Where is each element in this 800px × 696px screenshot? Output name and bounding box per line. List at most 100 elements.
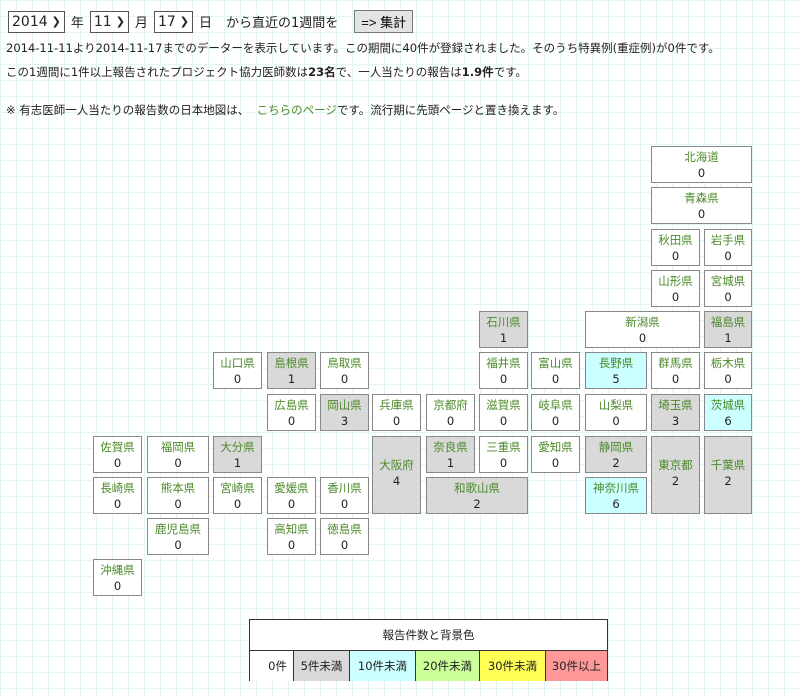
doctor-count: 23名 [308,65,336,79]
report-count: 0 [724,249,732,263]
report-count: 5 [612,372,620,386]
prefecture-cell[interactable]: 高知県 0 [267,518,316,555]
summary-text: この1週間に1件以上報告されたプロジェクト協力医師数は [6,65,309,79]
prefecture-cell[interactable]: 栃木県 0 [704,352,752,389]
aggregate-button[interactable]: => 集計 [354,10,414,33]
report-count: 0 [724,372,732,386]
prefecture-name: 滋賀県 [486,398,521,412]
prefecture-name: 奈良県 [433,440,468,454]
year-select[interactable]: 2014❯ [8,10,65,33]
report-count: 1 [287,372,296,386]
prefecture-name: 京都府 [433,398,468,412]
prefecture-name: 高知県 [274,522,309,536]
report-count: 1 [233,456,242,470]
report-count: 0 [446,414,455,428]
report-count: 0 [113,579,122,593]
prefecture-name: 福岡県 [160,440,196,454]
report-count: 0 [392,414,401,428]
report-count: 2 [671,474,680,488]
report-count: 0 [340,372,349,386]
report-count: 0 [499,456,508,470]
year-label: 年 [70,16,84,31]
report-count: 0 [174,538,182,552]
day-select[interactable]: 17❯ [153,10,193,33]
report-count: 1 [724,331,732,345]
prefecture-name: 山口県 [220,356,255,370]
prefecture-name: 愛媛県 [274,481,309,495]
prefecture-cell[interactable]: 山形県 0 [651,270,700,307]
note-line: ※ 有志医師一人当たりの報告数の日本地図は、 こちらのページです。流行期に先頭ペ… [6,102,564,118]
report-count: 0 [287,497,296,511]
legend-lt20: 20件未満 [416,651,480,681]
chevron-down-icon: ❯ [115,15,125,28]
prefecture-cell[interactable]: 愛媛県 0 [267,477,316,514]
legend-title: 報告件数と背景色 [250,620,607,651]
report-count: 0 [671,290,680,304]
prefecture-name: 広島県 [274,398,309,412]
prefecture-name: 島根県 [274,356,309,370]
report-count: 0 [340,497,349,511]
prefecture-name: 岐阜県 [538,398,573,412]
prefecture-name: 鳥取県 [327,356,362,370]
prefecture-name: 静岡県 [598,440,634,454]
legend-ge30: 30件以上 [546,651,607,681]
prefecture-cell[interactable]: 京都府 0 [426,394,475,431]
map-page-link[interactable]: こちらのページ [256,103,337,117]
report-count: 0 [340,538,349,552]
prefecture-name: 熊本県 [160,481,196,495]
day-label: 日 [198,16,212,31]
prefecture-name: 新潟県 [625,315,660,329]
month-select[interactable]: 11❯ [89,10,129,33]
report-count: 0 [287,538,296,552]
prefecture-name: 山形県 [658,274,693,288]
report-count: 0 [113,456,122,470]
report-count: 1 [499,331,508,345]
prefecture-name: 秋田県 [658,233,693,247]
prefecture-cell[interactable]: 鳥取県 0 [320,352,369,389]
prefecture-cell[interactable]: 島根県 1 [267,352,316,389]
report-count: 2 [612,456,620,470]
report-count: 0 [233,497,242,511]
prefecture-name: 栃木県 [710,356,746,370]
prefecture-cell[interactable]: 静岡県 2 [585,436,647,473]
